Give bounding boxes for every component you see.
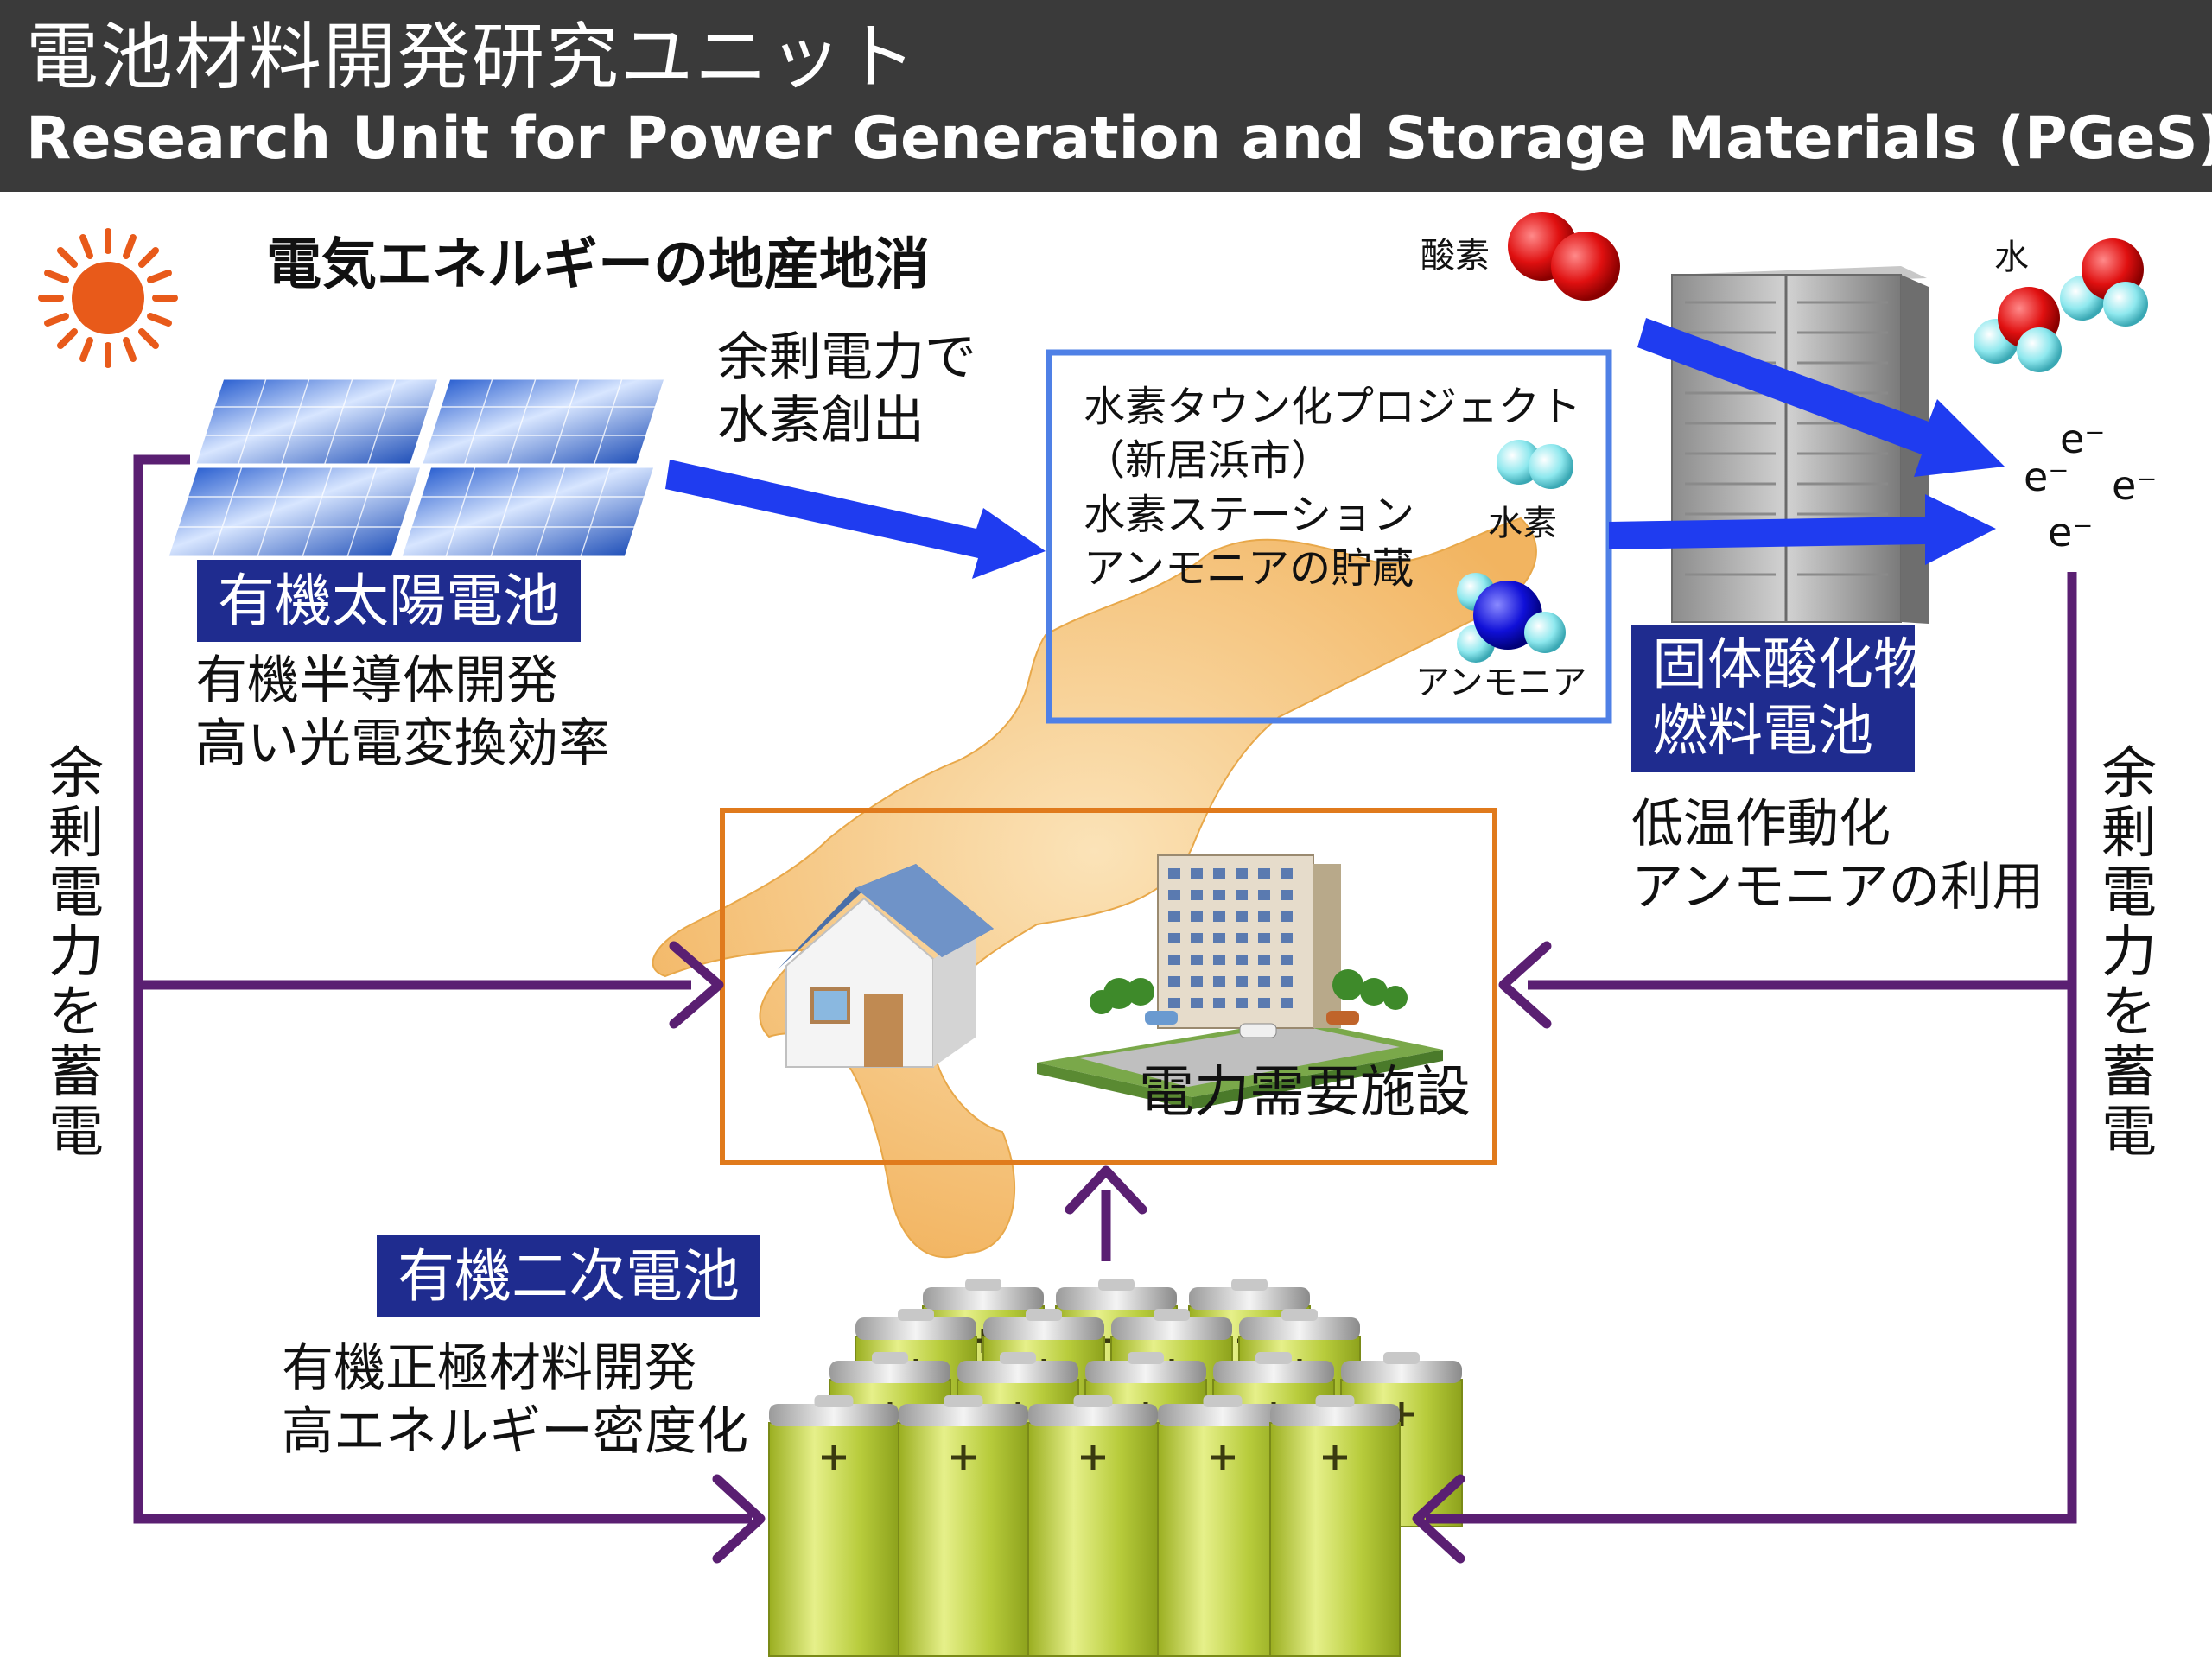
solar-panel-array [165,377,667,559]
ammonia-molecule-icon [1457,573,1566,663]
sun-icon [38,228,178,368]
battery-desc-line-2: 高エネルギー密度化 [282,1401,748,1463]
blue-arrow-solar-to-hydrogen [665,460,1046,579]
solar-desc-line-1: 有機半導体開発 [195,651,558,711]
store-surplus-left-label: 余剰電力を蓄電 [48,742,104,1165]
hydrogen-project-line-3: 水素ステーション [1084,490,1415,539]
apartment-building-icon [1037,854,1443,1109]
page-title-japanese: 電池材料開発研究ユニット [26,15,918,99]
electron-label-3: e⁻ [2112,462,2158,509]
surplus-line-2: 水素創出 [717,390,925,452]
blue-arrow-hydrogen-to-electrons [1609,494,1996,565]
electron-label-1: e⁻ [2060,416,2106,462]
ehime-map-shape [652,517,1537,1259]
page-title-english: Research Unit for Power Generation and S… [26,105,2212,173]
surplus-power-to-hydrogen-text: 余剰電力で 水素創出 [717,327,976,453]
electron-label-4: e⁻ [2048,509,2094,555]
water-molecule-icon [1974,238,2148,372]
organic-secondary-battery-label: 有機二次電池 [377,1235,760,1318]
hydrogen-project-line-1: 水素タウン化プロジェクト [1084,383,1582,431]
fuel-cell-label-line-2: 燃料電池 [1652,699,1873,764]
fuel-cell-desc-line-1: 低温作動化 [1631,794,1891,854]
ammonia-label: アンモニア [1415,663,1587,702]
power-demand-facility-label: 電力需要施設 [1139,1061,1471,1125]
solar-description: 有機半導体開発 高い光電変換効率 [195,650,610,776]
electron-label-2: e⁻ [2024,454,2069,500]
hydrogen-project-line-4: アンモニアの貯蔵 [1084,544,1414,594]
water-label: 水 [1994,238,2029,277]
oxygen-molecule-icon [1508,212,1620,301]
purple-arrowheads [669,941,1552,1564]
purple-storage-arrows [133,454,2077,1524]
organic-solar-cell-label: 有機太陽電池 [197,560,581,643]
fuel-cell-cabinet [1671,266,1929,624]
hydrogen-project-line-2: （新居浜市） [1084,436,1333,486]
theme-heading: 電気エネルギーの地産地消 [266,233,930,297]
fuel-cell-label-line-1: 固体酸化物型 [1652,633,1984,697]
hydrogen-label: 水素 [1488,504,1557,543]
oxygen-label: 酸素 [1421,236,1490,276]
store-surplus-right-label: 余剰電力を蓄電 [2101,742,2157,1165]
solid-oxide-fuel-cell-label: 固体酸化物型 燃料電池 [1631,625,1984,772]
house-icon [778,864,994,1068]
fuel-cell-description: 低温作動化 アンモニアの利用 [1631,793,2044,919]
header-bar [0,0,2212,192]
surplus-line-1: 余剰電力で [717,327,976,388]
battery-stack-icon [768,1279,1463,1657]
battery-description: 有機正極材料開発 高エネルギー密度化 [282,1337,748,1463]
blue-arrow-oxygen-to-electrons [1637,318,2005,477]
hydrogen-project-text: 水素タウン化プロジェクト （新居浜市） 水素ステーション アンモニアの貯蔵 [1084,380,1581,596]
solar-desc-line-2: 高い光電変換効率 [195,714,610,775]
hydrogen-molecule-icon [1497,440,1573,489]
fuel-cell-desc-line-2: アンモニアの利用 [1631,857,2044,918]
battery-desc-line-1: 有機正極材料開発 [282,1338,696,1399]
